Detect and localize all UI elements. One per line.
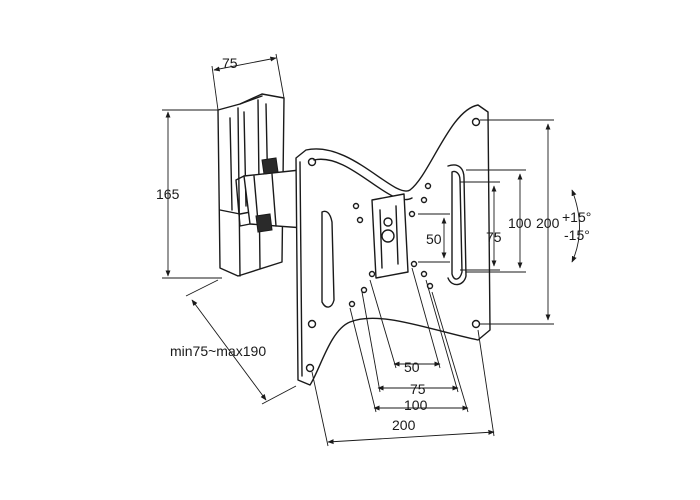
tilt-indicator <box>571 189 580 263</box>
dim-vesa-widths <box>311 267 495 447</box>
dim-bracket-height <box>162 109 222 279</box>
dim-arm-extension <box>185 279 297 405</box>
dim-label-165: 165 <box>156 186 180 202</box>
dim-label-arm-extension: min75~max190 <box>170 343 266 359</box>
dim-bracket-width <box>211 53 285 111</box>
dim-label-75-top: 75 <box>222 55 238 71</box>
dim-label-100-right: 100 <box>508 215 532 231</box>
vesa-plate <box>295 104 491 386</box>
dim-label-75-right: 75 <box>486 229 502 245</box>
dim-label-200-bottom: 200 <box>392 417 416 433</box>
tilt-down-label: -15° <box>564 227 590 243</box>
dim-label-200-right: 200 <box>536 215 560 231</box>
dim-label-75-bottom: 75 <box>410 381 426 397</box>
dim-vesa-heights <box>418 119 554 325</box>
dim-label-50-bottom: 50 <box>404 359 420 375</box>
dim-label-50-right: 50 <box>426 231 442 247</box>
swing-arm <box>235 157 305 233</box>
dim-label-100-bottom: 100 <box>404 397 428 413</box>
tilt-up-label: +15° <box>562 209 591 225</box>
